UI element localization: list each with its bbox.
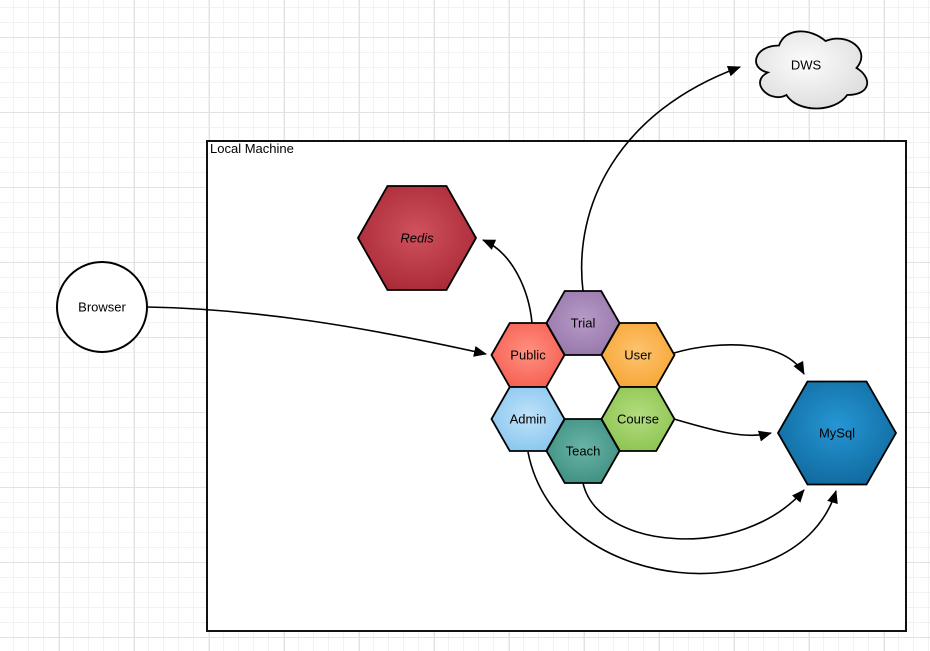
edge-admin-to-mysql[interactable] <box>527 451 838 575</box>
node-mysql[interactable]: MySql <box>776 380 898 486</box>
public-label: Public <box>510 347 546 362</box>
redis-hexagon[interactable] <box>356 185 478 291</box>
local-machine-label: Local Machine <box>210 141 294 156</box>
edge-public-to-redis[interactable] <box>482 239 533 324</box>
mysql-hexagon[interactable] <box>776 380 898 486</box>
node-redis[interactable]: Redis <box>356 185 478 291</box>
user-label: User <box>624 347 652 362</box>
dws-label: DWS <box>791 57 822 72</box>
local-machine-box[interactable] <box>206 140 907 632</box>
browser-label: Browser <box>78 299 126 314</box>
node-browser[interactable]: Browser <box>56 261 148 353</box>
admin-label: Admin <box>510 411 547 426</box>
trial-label: Trial <box>571 315 596 330</box>
redis-label: Redis <box>400 230 434 245</box>
node-dws[interactable]: DWS <box>755 30 868 110</box>
local-machine-container[interactable]: Local Machine <box>206 140 907 632</box>
node-user[interactable]: User <box>600 322 676 388</box>
node-trial[interactable]: Trial <box>545 290 621 356</box>
edge-browser-to-public[interactable] <box>146 306 487 357</box>
course-label: Course <box>617 411 659 426</box>
edge-teach-to-mysql[interactable] <box>582 482 805 540</box>
edge-user-to-mysql[interactable] <box>673 344 805 375</box>
dws-cloud-shape[interactable] <box>755 30 868 110</box>
teach-label: Teach <box>566 443 601 458</box>
node-course[interactable]: Course <box>600 386 676 452</box>
edge-course-to-mysql[interactable] <box>673 418 772 442</box>
edge-trial-to-dws[interactable] <box>580 65 741 292</box>
mysql-label: MySql <box>819 425 855 440</box>
node-teach[interactable]: Teach <box>545 418 621 484</box>
node-public[interactable]: Public <box>490 322 566 388</box>
teach-hexagon[interactable] <box>545 418 621 484</box>
browser-circle[interactable] <box>56 261 148 353</box>
